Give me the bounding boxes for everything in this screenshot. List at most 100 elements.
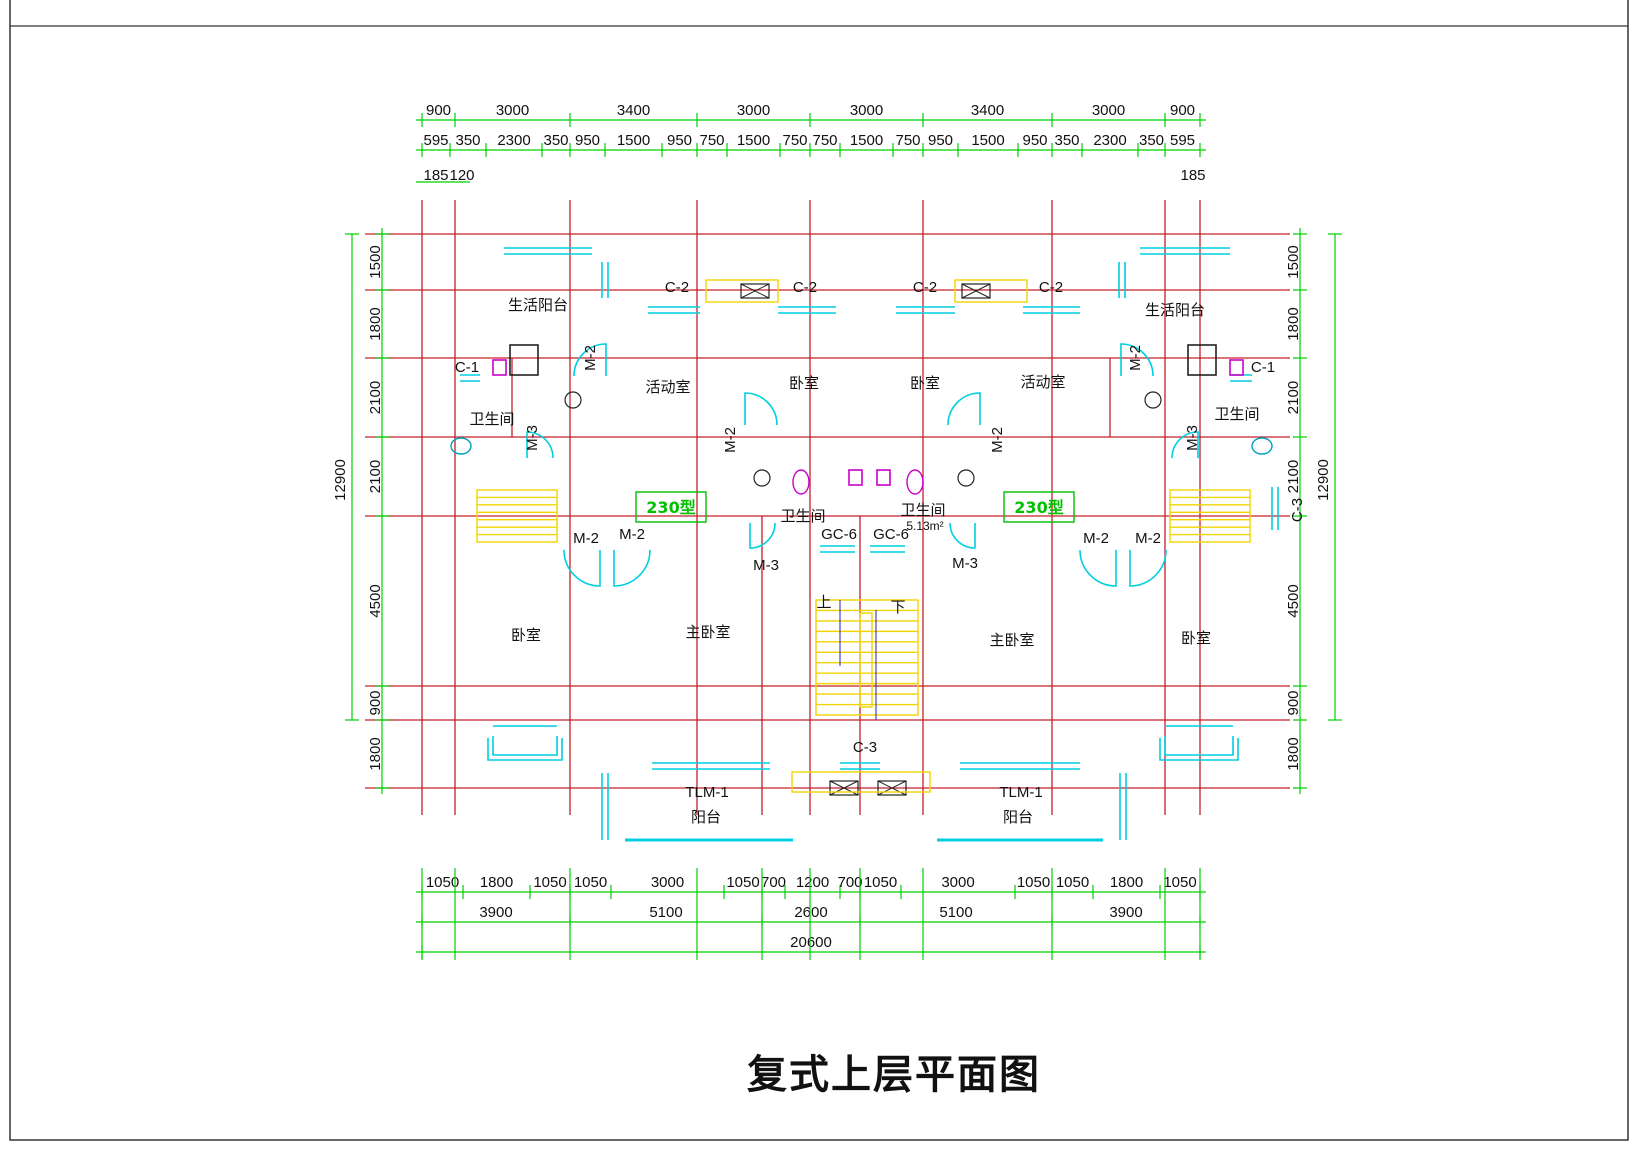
- bottom-dim-row1-label: 1050: [426, 874, 459, 891]
- stair-right-outline: [1169, 489, 1251, 543]
- right-total-label: 12900: [1315, 459, 1332, 501]
- bay-window: [487, 738, 563, 761]
- top-dim-row2-label: 950: [667, 132, 692, 149]
- room-bedroom: 卧室: [1181, 629, 1211, 647]
- right-dim-label: 2100: [1285, 381, 1302, 414]
- top-dim-row2-label: 750: [812, 132, 837, 149]
- room-bedroom: 卧室: [511, 626, 541, 644]
- bottom-dim-row1-label: 1050: [1017, 874, 1050, 891]
- vent-box: [961, 283, 991, 299]
- top-dim-row1-label: 3000: [496, 102, 529, 119]
- top-dim-row2-label: 950: [575, 132, 600, 149]
- bottom-dim-row2-label: 2600: [794, 904, 827, 921]
- room-balcony: 阳台: [691, 808, 721, 826]
- top-dim-row1-label: 3400: [971, 102, 1004, 119]
- top-dim-row2-label: 750: [895, 132, 920, 149]
- plan-elements: [450, 247, 1279, 842]
- bay-window: [492, 736, 558, 756]
- tag-gc6: GC-6: [821, 526, 857, 543]
- tag-m2: M-2: [989, 427, 1006, 453]
- room-master-bedroom: 主卧室: [989, 631, 1034, 649]
- bottom-dim-row2-label: 3900: [1109, 904, 1142, 921]
- vent-box: [877, 780, 907, 796]
- stair-left-outline: [476, 489, 558, 543]
- top-dim-row2-label: 1500: [850, 132, 883, 149]
- door-m2: [1129, 549, 1167, 587]
- bottom-dim-row1-label: 1050: [574, 874, 607, 891]
- left-dim-label: 1500: [367, 245, 384, 278]
- top-dim-row1-label: 3000: [1092, 102, 1125, 119]
- tag-c2: C-2: [913, 279, 937, 296]
- vent-shaft: [791, 771, 931, 793]
- room-bathroom-area: 5.13m²: [906, 519, 943, 533]
- top-dim-row1-label: 3400: [617, 102, 650, 119]
- top-dim-row2-label: 950: [1022, 132, 1047, 149]
- vent-box-cross: [740, 283, 770, 299]
- door-m2: [613, 549, 651, 587]
- toilet-fixture: [906, 469, 924, 495]
- room-bedroom: 卧室: [789, 374, 819, 392]
- bottom-dim-total-label: 20600: [790, 934, 832, 951]
- door-m3: [749, 522, 776, 549]
- top-dim-row2-label: 350: [543, 132, 568, 149]
- room-master-bedroom: 主卧室: [685, 623, 730, 641]
- tag-m3: M-3: [524, 425, 541, 451]
- bottom-dim-row2-label: 5100: [939, 904, 972, 921]
- sink-fixture: [753, 469, 771, 487]
- top-dim-row2-label: 750: [699, 132, 724, 149]
- room-bedroom: 卧室: [910, 374, 940, 392]
- sink-fixture: [564, 391, 582, 409]
- fixture-box: [1229, 359, 1244, 376]
- stair-down-label: 下: [890, 598, 905, 616]
- bottom-dim-row2-label: 5100: [649, 904, 682, 921]
- tag-c1: C-1: [455, 359, 479, 376]
- axis-grid: [365, 200, 1290, 815]
- bay-window: [1164, 736, 1234, 756]
- bottom-dim-row1-label: 1200: [796, 874, 829, 891]
- room-bathroom: 卫生间: [780, 507, 825, 525]
- left-dim-label: 4500: [367, 584, 384, 617]
- door-m2: [1120, 343, 1154, 377]
- stair-up-label: 上: [816, 593, 831, 611]
- top-dim-row3-label: 185: [1180, 167, 1205, 184]
- door-m2: [744, 392, 778, 426]
- tag-m2: M-2: [722, 427, 739, 453]
- fixture-box: [848, 469, 863, 486]
- left-dim-label: 1800: [367, 307, 384, 340]
- top-dim-row2-label: 2300: [1093, 132, 1126, 149]
- tag-c2: C-2: [1039, 279, 1063, 296]
- left-dim-label: 900: [367, 690, 384, 715]
- left-total-label: 12900: [332, 459, 349, 501]
- door-m3: [949, 522, 976, 549]
- right-dim-label: 1800: [1285, 307, 1302, 340]
- room-activity: 活动室: [645, 378, 690, 396]
- right-dim-label: 1800: [1285, 737, 1302, 770]
- drawing-title: 复式上层平面图: [747, 1052, 1041, 1098]
- room-activity: 活动室: [1020, 373, 1065, 391]
- tag-m2: M-2: [1135, 530, 1161, 547]
- room-bathroom: 卫生间: [900, 501, 945, 519]
- bottom-dim-row1-label: 3000: [651, 874, 684, 891]
- top-dim-row2-label: 2300: [497, 132, 530, 149]
- top-dim-row2-label: 1500: [737, 132, 770, 149]
- stair-center-well: [859, 612, 873, 708]
- tag-m2: M-2: [1127, 345, 1144, 371]
- basin-fixture: [1251, 437, 1273, 455]
- top-dim-row2-label: 1500: [617, 132, 650, 149]
- sink-fixture: [957, 469, 975, 487]
- top-dim-row1-label: 3000: [737, 102, 770, 119]
- top-dim-row1-label: 900: [426, 102, 451, 119]
- door-m3: [526, 431, 554, 459]
- room-bathroom: 卫生间: [1214, 405, 1259, 423]
- type-label-right: 230型: [1014, 498, 1063, 517]
- top-dim-row1-label: 3000: [850, 102, 883, 119]
- top-dim-row3-label: 185: [423, 167, 448, 184]
- room-balcony: 阳台: [1003, 808, 1033, 826]
- top-dim-row2-label: 1500: [971, 132, 1004, 149]
- tag-m3: M-3: [1184, 425, 1201, 451]
- door-m2: [563, 549, 601, 587]
- vent-shaft: [705, 279, 779, 303]
- top-dim-row2-label: 595: [423, 132, 448, 149]
